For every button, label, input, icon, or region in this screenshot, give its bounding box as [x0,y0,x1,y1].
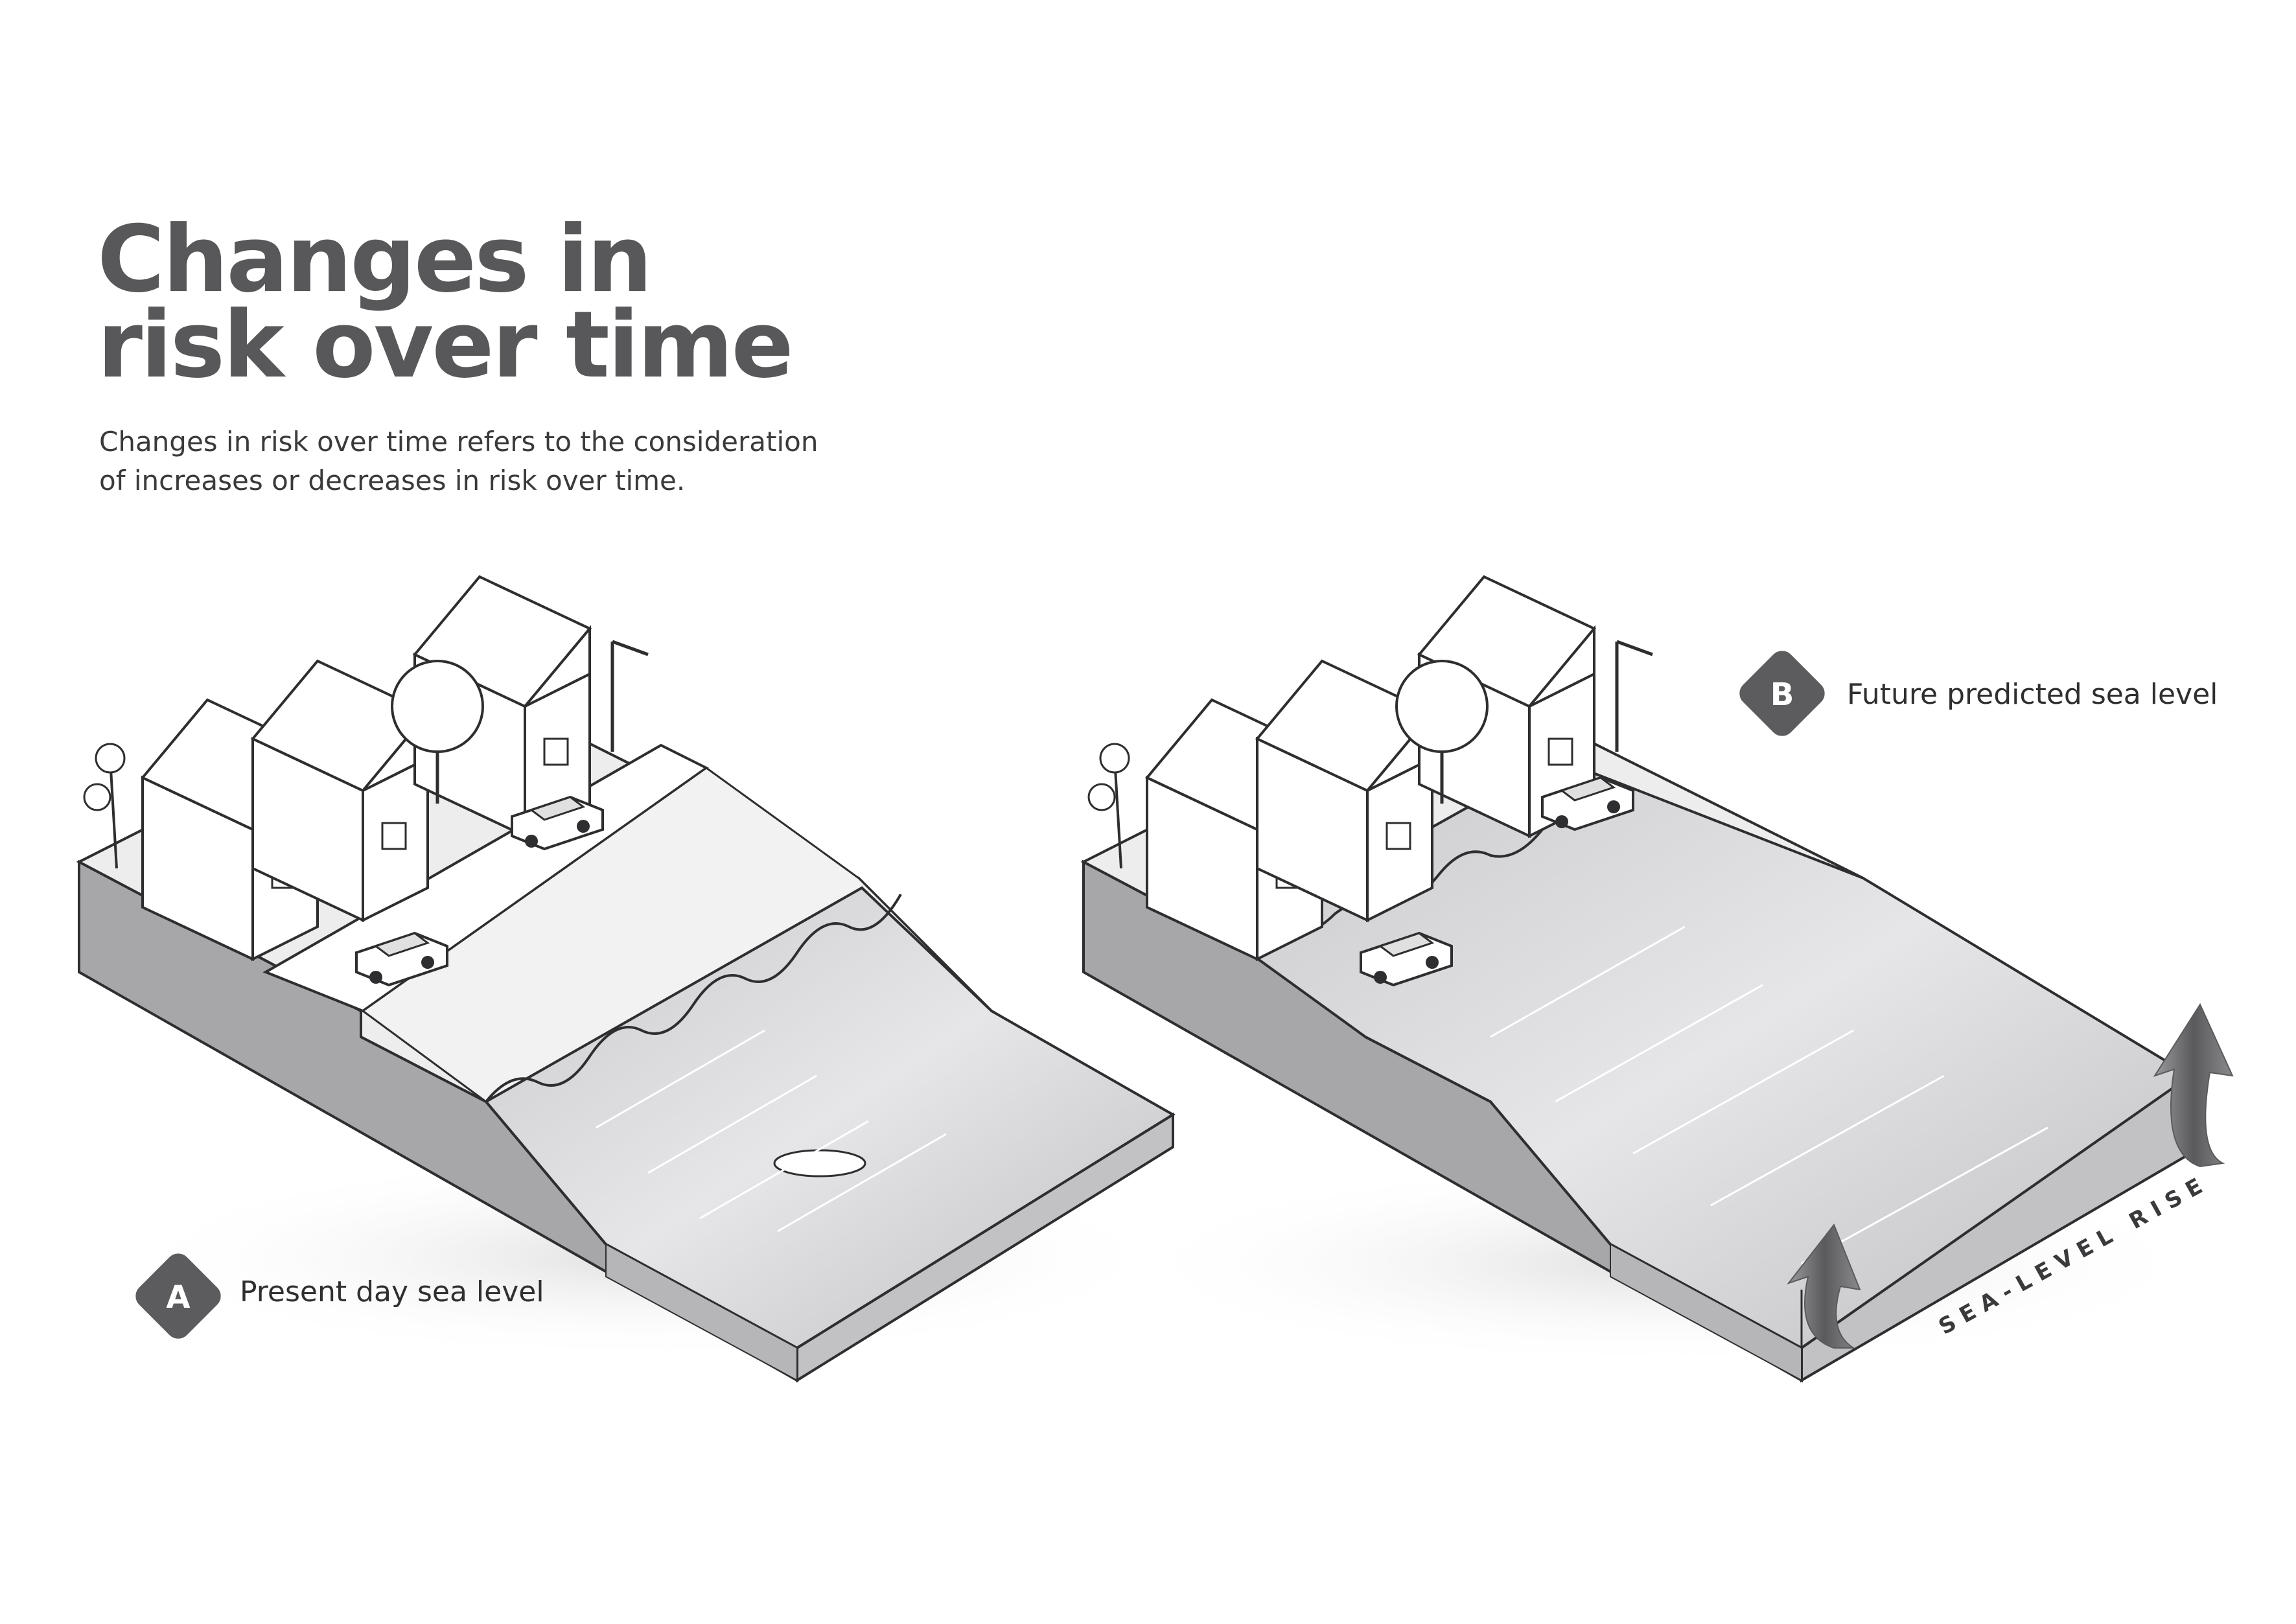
panel-b-future: SEA-LEVEL RISE [1080,575,2234,1383]
page-title-line-1: Changes in [97,206,653,313]
badge-b-letter: B [1770,677,1794,713]
page-title-line-2: risk over time [97,292,794,399]
page-subtitle-line-1: Changes in risk over time refers to the … [99,426,818,458]
present-day-label: Present day sea level [240,1275,544,1308]
page-subtitle: Changes in risk over time refers to the … [99,423,942,500]
page-subtitle-line-2: of increases or decreases in risk over t… [99,465,686,496]
page-title: Changes in risk over time [97,206,794,399]
future-level-label: Future predicted sea level [1847,678,2218,711]
badge-a: A [132,1249,225,1343]
badge-b: B [1735,647,1829,740]
panel-a-present-day [76,575,1179,1383]
badge-a-letter: A [166,1279,190,1316]
